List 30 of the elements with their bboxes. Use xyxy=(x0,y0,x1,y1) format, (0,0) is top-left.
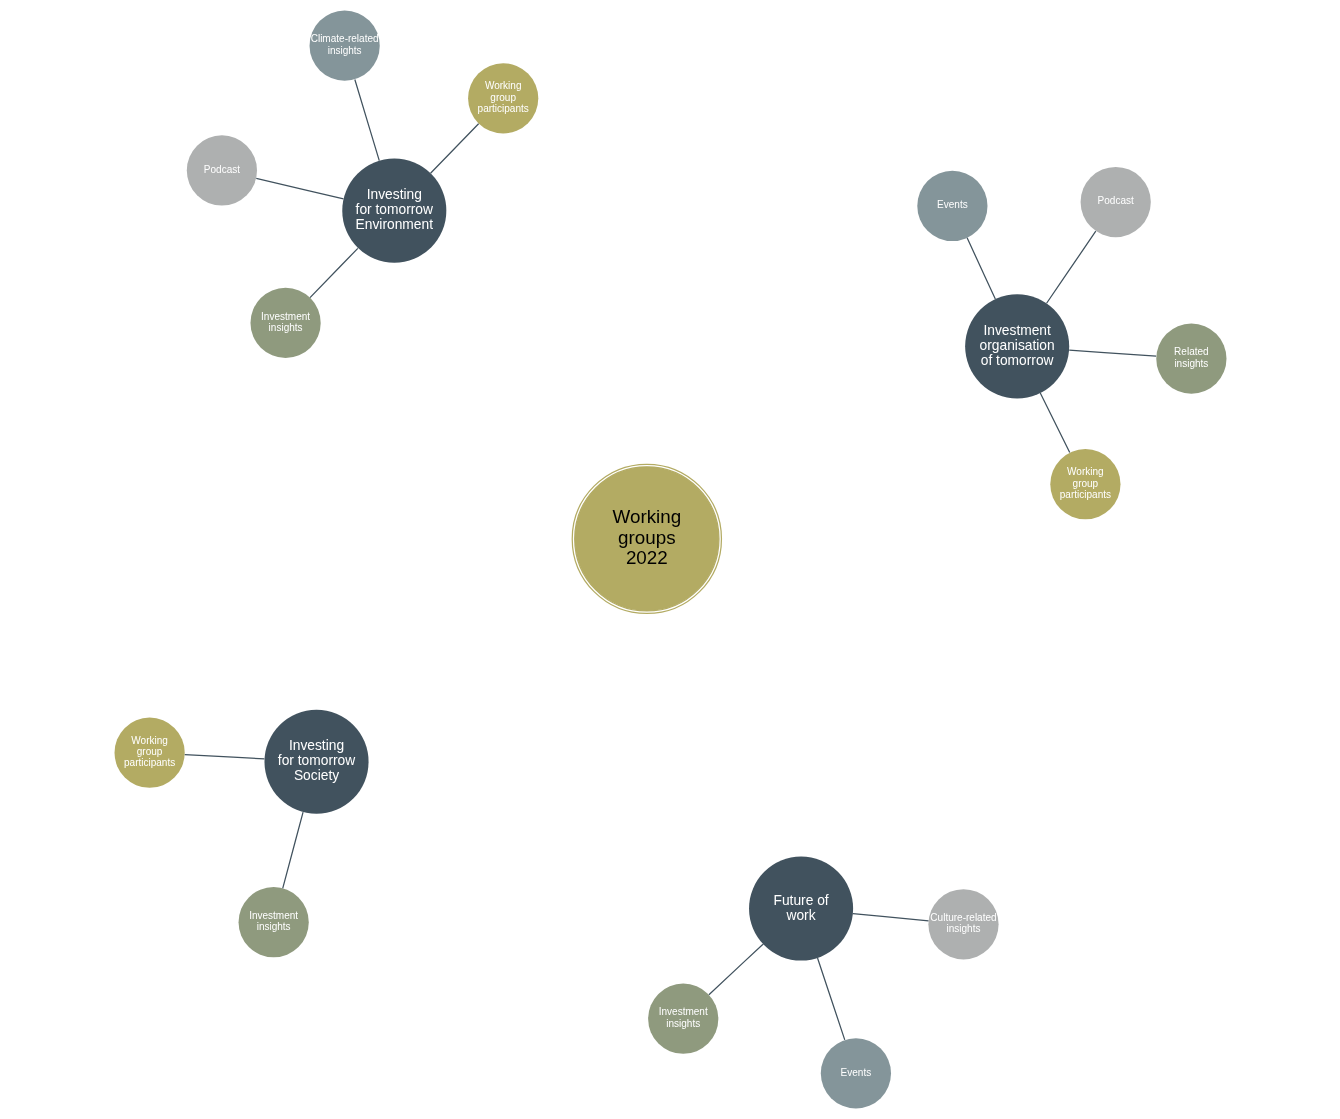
node-circle: Investing for tomorrow Society xyxy=(264,709,369,814)
node-circle: Investment insights xyxy=(238,887,309,958)
connector xyxy=(308,247,358,299)
node-circle: Working group participants xyxy=(467,63,538,134)
node-circle: Future of work xyxy=(748,856,853,961)
node-circle: Podcast xyxy=(1080,166,1151,238)
connector xyxy=(255,177,344,200)
node-circle: Investment insights xyxy=(250,287,321,358)
node-circle: Investment insights xyxy=(647,983,718,1054)
connector xyxy=(851,912,929,922)
connector xyxy=(281,811,304,889)
node-circle: Working group participants xyxy=(1049,449,1120,520)
connector xyxy=(1068,349,1157,357)
node-circle: Related insights xyxy=(1155,323,1226,394)
connector xyxy=(707,943,764,996)
node-circle: Podcast xyxy=(186,135,257,206)
connector xyxy=(1045,230,1096,304)
connector xyxy=(1039,392,1070,454)
connector xyxy=(966,237,996,300)
connector xyxy=(816,957,845,1041)
node-circle: Working group participants xyxy=(114,717,185,788)
node-circle: Investment organisation of tomorrow xyxy=(964,294,1069,399)
node-circle: Events xyxy=(916,170,987,242)
connector xyxy=(429,123,479,174)
connector xyxy=(183,754,265,760)
node-circle: Investing for tomorrow Environment xyxy=(341,158,446,263)
node-circle: Culture-related insights xyxy=(927,889,999,960)
node-circle: Events xyxy=(820,1038,891,1109)
node-circle: Climate-related insights xyxy=(309,10,380,81)
connector xyxy=(353,78,380,162)
